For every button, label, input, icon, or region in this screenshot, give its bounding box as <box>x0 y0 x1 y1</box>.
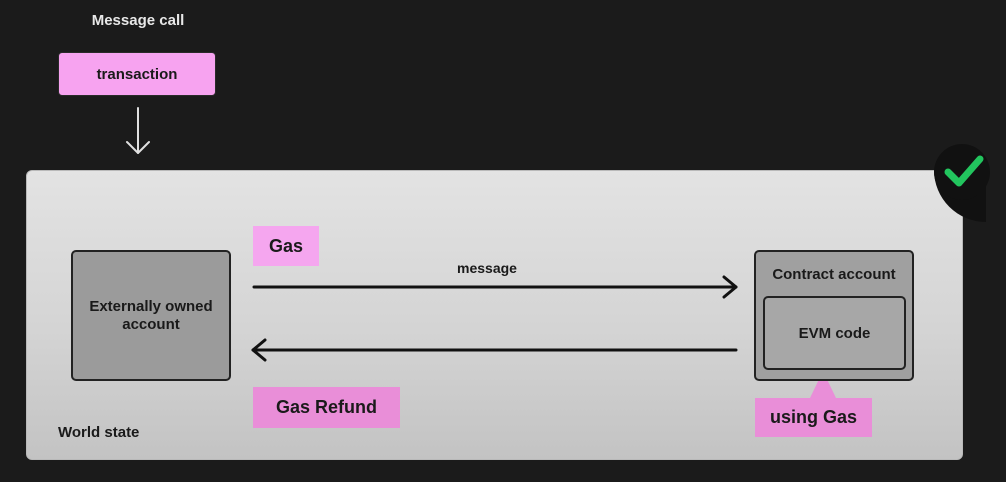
gas-label: Gas <box>268 235 304 256</box>
using-gas-pointer <box>810 371 836 398</box>
message-label: message <box>457 260 517 276</box>
contract-account-label: Contract account <box>772 266 896 283</box>
using-gas-box: using Gas <box>755 398 872 437</box>
using-gas-label: using Gas <box>769 407 858 427</box>
return-arrow <box>251 338 738 362</box>
down-arrow <box>126 107 150 154</box>
message-arrow <box>252 275 738 299</box>
gas-refund-box: Gas Refund <box>253 387 400 428</box>
evm-code-box: EVM code <box>763 296 906 370</box>
externally-owned-account-label: Externally owned account <box>89 297 213 333</box>
message-call-title: Message call <box>91 12 185 29</box>
check-icon <box>934 144 990 222</box>
transaction-label: transaction <box>96 65 178 83</box>
evm-code-label: EVM code <box>798 324 871 342</box>
transaction-box: transaction <box>58 52 216 96</box>
gas-label-box: Gas <box>253 226 319 266</box>
externally-owned-account-box: Externally owned account <box>71 250 231 381</box>
gas-refund-label: Gas Refund <box>275 397 377 417</box>
world-state-label: World state <box>58 424 140 441</box>
